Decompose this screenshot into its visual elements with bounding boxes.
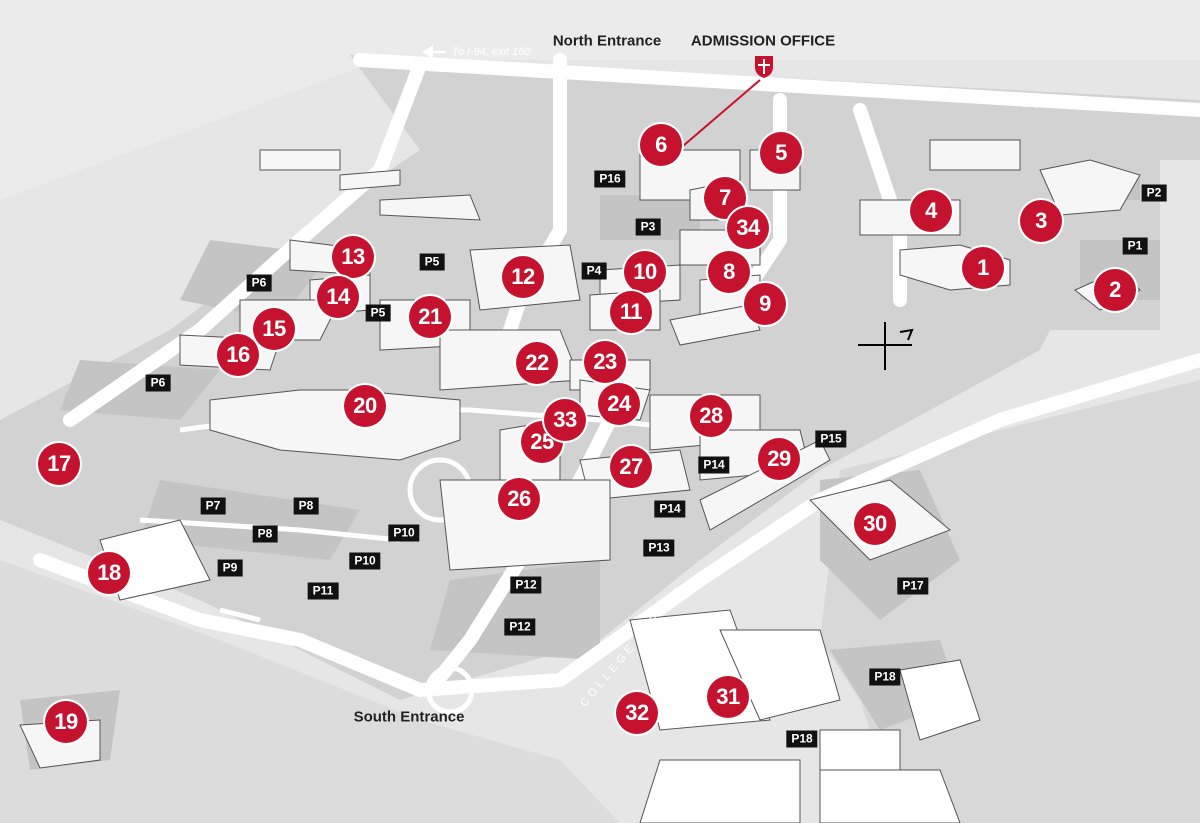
parking-label-p5[interactable]: P5 bbox=[365, 304, 391, 322]
parking-label-p4[interactable]: P4 bbox=[581, 262, 607, 280]
building-marker-20[interactable]: 20 bbox=[344, 385, 386, 427]
parking-label-p8[interactable]: P8 bbox=[293, 497, 319, 515]
building-marker-14[interactable]: 14 bbox=[317, 276, 359, 318]
parking-label-p12[interactable]: P12 bbox=[504, 618, 536, 636]
building-marker-31[interactable]: 31 bbox=[707, 676, 749, 718]
parking-label-p12[interactable]: P12 bbox=[510, 576, 542, 594]
building-marker-22[interactable]: 22 bbox=[516, 342, 558, 384]
building-marker-18[interactable]: 18 bbox=[88, 552, 130, 594]
building-marker-10[interactable]: 10 bbox=[624, 251, 666, 293]
building-marker-32[interactable]: 32 bbox=[616, 692, 658, 734]
parking-label-p14[interactable]: P14 bbox=[654, 500, 686, 518]
arrow-left-icon bbox=[422, 45, 446, 59]
parking-label-p14[interactable]: P14 bbox=[698, 456, 730, 474]
parking-label-p11[interactable]: P11 bbox=[307, 582, 339, 600]
building-marker-15[interactable]: 15 bbox=[253, 308, 295, 350]
building-marker-27[interactable]: 27 bbox=[610, 446, 652, 488]
building-marker-4[interactable]: 4 bbox=[910, 190, 952, 232]
shield-cross-icon[interactable] bbox=[754, 55, 774, 79]
building-marker-12[interactable]: 12 bbox=[502, 256, 544, 298]
building-marker-13[interactable]: 13 bbox=[332, 236, 374, 278]
highway-direction-label: To I-94, exit 160 bbox=[452, 46, 531, 58]
building-marker-34[interactable]: 34 bbox=[727, 207, 769, 249]
parking-label-p10[interactable]: P10 bbox=[388, 524, 420, 542]
building-marker-30[interactable]: 30 bbox=[854, 503, 896, 545]
building-marker-1[interactable]: 1 bbox=[962, 247, 1004, 289]
parking-label-p13[interactable]: P13 bbox=[643, 539, 675, 557]
building-marker-24[interactable]: 24 bbox=[598, 383, 640, 425]
parking-label-p3[interactable]: P3 bbox=[635, 218, 661, 236]
parking-label-p18[interactable]: P18 bbox=[869, 668, 901, 686]
parking-label-p8[interactable]: P8 bbox=[252, 525, 278, 543]
south-entrance-label: South Entrance bbox=[353, 708, 465, 726]
north-entrance-label: North Entrance bbox=[552, 32, 662, 50]
building-marker-19[interactable]: 19 bbox=[45, 701, 87, 743]
parking-label-p17[interactable]: P17 bbox=[897, 577, 929, 595]
building-marker-17[interactable]: 17 bbox=[38, 443, 80, 485]
building-marker-5[interactable]: 5 bbox=[760, 132, 802, 174]
parking-label-p5[interactable]: P5 bbox=[419, 253, 445, 271]
building-marker-16[interactable]: 16 bbox=[217, 334, 259, 376]
parking-label-p10[interactable]: P10 bbox=[349, 552, 381, 570]
building-marker-33[interactable]: 33 bbox=[544, 399, 586, 441]
building-marker-26[interactable]: 26 bbox=[498, 478, 540, 520]
parking-label-p6[interactable]: P6 bbox=[246, 274, 272, 292]
building-marker-21[interactable]: 21 bbox=[409, 296, 451, 338]
building-marker-8[interactable]: 8 bbox=[708, 251, 750, 293]
building-marker-9[interactable]: 9 bbox=[744, 283, 786, 325]
building-marker-3[interactable]: 3 bbox=[1020, 200, 1062, 242]
building-marker-11[interactable]: 11 bbox=[610, 291, 652, 333]
admission-office-label[interactable]: ADMISSION OFFICE bbox=[690, 32, 836, 50]
parking-label-p18[interactable]: P18 bbox=[786, 730, 818, 748]
building-marker-6[interactable]: 6 bbox=[640, 124, 682, 166]
parking-label-p16[interactable]: P16 bbox=[594, 170, 626, 188]
parking-label-p15[interactable]: P15 bbox=[815, 430, 847, 448]
building-marker-29[interactable]: 29 bbox=[758, 438, 800, 480]
parking-label-p7[interactable]: P7 bbox=[200, 497, 226, 515]
parking-label-p2[interactable]: P2 bbox=[1141, 184, 1167, 202]
parking-label-p9[interactable]: P9 bbox=[217, 559, 243, 577]
building-marker-28[interactable]: 28 bbox=[690, 395, 732, 437]
building-marker-23[interactable]: 23 bbox=[584, 341, 626, 383]
building-marker-2[interactable]: 2 bbox=[1094, 269, 1136, 311]
north-arrow-icon bbox=[858, 322, 914, 370]
parking-label-p6[interactable]: P6 bbox=[145, 374, 171, 392]
parking-label-p1[interactable]: P1 bbox=[1122, 237, 1148, 255]
